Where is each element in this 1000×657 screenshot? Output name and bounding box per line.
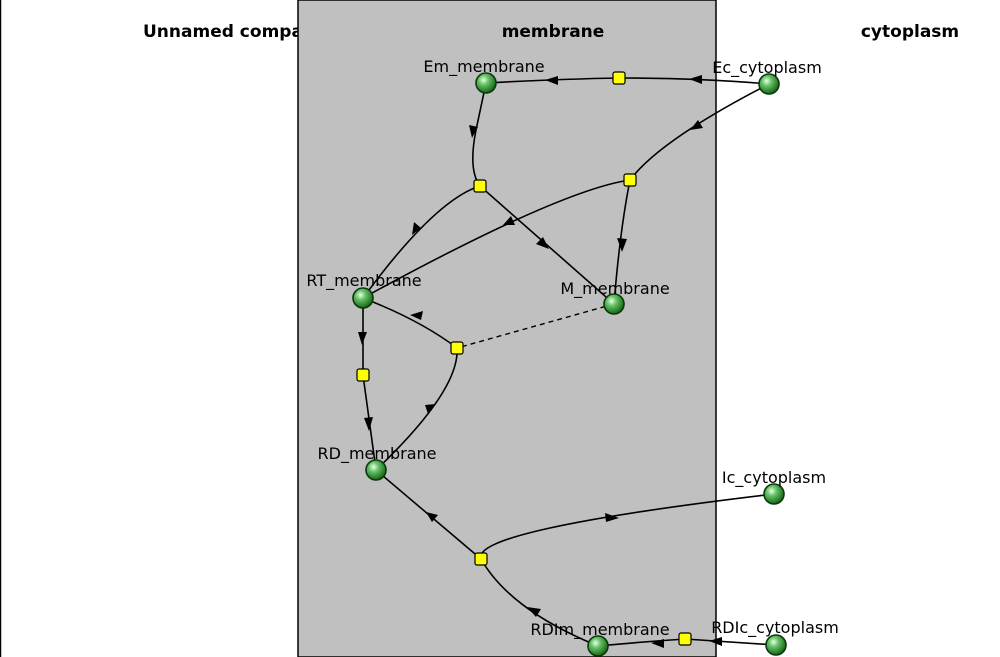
arrowhead-rd-r4 bbox=[425, 404, 436, 414]
species-nodes bbox=[352, 72, 787, 657]
species-node-ec-cytoplasm[interactable] bbox=[758, 73, 780, 95]
arrowhead-r4-rt bbox=[410, 311, 423, 320]
compartment-title-cytoplasm: cytoplasm bbox=[861, 22, 959, 42]
edge-r2-to-rt bbox=[362, 185, 481, 299]
reaction-node[interactable] bbox=[623, 173, 637, 187]
arrowheads bbox=[358, 75, 722, 648]
arrowhead-r3-rt bbox=[503, 216, 515, 225]
reaction-node[interactable] bbox=[473, 179, 487, 193]
arrowhead-rt-r5 bbox=[358, 332, 367, 345]
species-label-ic-cytoplasm: Ic_cytoplasm bbox=[722, 468, 826, 488]
compartment-membrane bbox=[297, 0, 717, 657]
species-label-rt-membrane: RT_membrane bbox=[306, 271, 421, 291]
arrowhead-ec-r1 bbox=[689, 75, 702, 84]
species-label-rd-membrane: RD_membrane bbox=[318, 444, 437, 464]
edge-r3-to-m bbox=[613, 179, 631, 305]
species-node-rt-membrane[interactable] bbox=[352, 287, 374, 309]
species-label-m-membrane: M_membrane bbox=[560, 279, 669, 299]
arrowhead-r2-m bbox=[536, 237, 549, 249]
arrowhead-r2-rt bbox=[412, 222, 421, 235]
edge-rdim-to-r6 bbox=[480, 558, 599, 647]
species-label-ec-cytoplasm: Ec_cytoplasm bbox=[712, 58, 822, 78]
arrowhead-em-r2 bbox=[469, 125, 478, 138]
species-label-rdim-membrane: RDIm_membrane bbox=[530, 620, 669, 640]
species-label-rdic-cytoplasm: RDIc_cytoplasm bbox=[711, 618, 839, 638]
arrowhead-r3-m bbox=[617, 238, 627, 252]
species-node-rdic-cytoplasm[interactable] bbox=[765, 634, 787, 656]
arrowhead-rdic-r7 bbox=[709, 637, 722, 646]
edge-rdic-to-r7 bbox=[684, 638, 777, 646]
edges bbox=[362, 77, 777, 647]
reaction-node[interactable] bbox=[678, 632, 692, 646]
reaction-node[interactable] bbox=[612, 71, 626, 85]
species-label-em-membrane: Em_membrane bbox=[423, 57, 544, 77]
reaction-node[interactable] bbox=[474, 552, 488, 566]
species-node-ic-cytoplasm[interactable] bbox=[763, 483, 785, 505]
edge-r4-to-rt bbox=[362, 297, 458, 349]
species-node-m-membrane[interactable] bbox=[603, 293, 625, 315]
arrowhead-r6-rd bbox=[426, 512, 438, 522]
edge-r6-to-ic bbox=[479, 493, 775, 560]
reaction-node[interactable] bbox=[356, 368, 370, 382]
arrowhead-r1-em bbox=[545, 76, 558, 85]
edge-m-to-r4-modifier bbox=[456, 303, 615, 349]
arrowhead-rdim-r6 bbox=[527, 607, 541, 617]
edge-rd-to-r4 bbox=[375, 347, 458, 471]
species-node-rd-membrane[interactable] bbox=[365, 459, 387, 481]
species-labels: Em_membrane Ec_cytoplasm RT_membrane M_m… bbox=[306, 57, 838, 640]
arrowhead-r6-ic bbox=[605, 513, 619, 522]
species-node-em-membrane[interactable] bbox=[475, 72, 497, 94]
species-node-rdim-membrane[interactable] bbox=[587, 635, 609, 657]
arrowhead-r5-rd bbox=[364, 417, 373, 431]
reaction-node[interactable] bbox=[450, 341, 464, 355]
edge-ec-to-r3 bbox=[629, 83, 770, 181]
compartment-title-membrane: membrane bbox=[502, 22, 605, 42]
arrowhead-ec-r3 bbox=[690, 120, 703, 130]
edge-r3-to-rt bbox=[362, 179, 631, 299]
reaction-nodes bbox=[356, 71, 692, 646]
compartment-title-unnamed: Unnamed compartment bbox=[143, 22, 369, 42]
arrowhead-r7-rdim bbox=[651, 639, 664, 648]
